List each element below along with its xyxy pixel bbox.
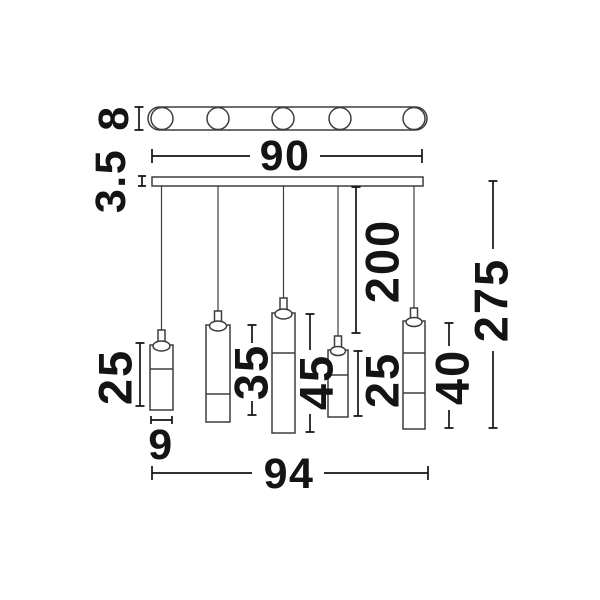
bulb-position-1 <box>150 106 174 131</box>
dim-label-suspension-drop: 200 <box>356 219 409 303</box>
dim-label-shade-5-height: 40 <box>426 349 479 405</box>
dim-label-shade-1-height: 25 <box>89 349 142 405</box>
dim-label-shade-4-height: 25 <box>356 352 409 408</box>
dim-label-shade-3-height: 45 <box>290 354 343 410</box>
dim-line-40 <box>444 322 454 429</box>
dim-shade-1-height: 25 <box>89 342 145 407</box>
dim-line-35 <box>247 324 257 416</box>
pendant-shade-1 <box>149 329 174 411</box>
dim-top-bar-length: 90 <box>151 132 423 180</box>
dim-line-9 <box>150 416 173 424</box>
dim-label-shade-2-height: 35 <box>225 344 278 400</box>
dim-label-overall-drop: 275 <box>465 258 518 342</box>
shade-seams-5 <box>403 352 425 394</box>
dim-overall-length: 94 <box>151 450 429 498</box>
shade-cylinder-1 <box>149 344 174 411</box>
dim-top-bar-thickness: 8 <box>90 105 144 131</box>
dim-label-canopy-thickness: 3.5 <box>87 149 135 213</box>
bulb-position-3 <box>271 106 295 131</box>
dim-shade-5-height: 40 <box>426 322 479 429</box>
canopy-bar <box>151 176 424 187</box>
top-view-bar <box>147 106 428 131</box>
pendant-shade-2 <box>205 310 231 423</box>
pendant-shade-5 <box>402 307 426 430</box>
dim-line-275 <box>488 180 498 429</box>
shade-cylinder-2 <box>205 324 231 423</box>
dim-label-top-bar-thickness: 8 <box>90 105 138 130</box>
dim-line-94 <box>151 466 429 480</box>
pendant-shade-3 <box>271 297 296 434</box>
dim-shade-3-height: 45 <box>290 313 343 433</box>
dim-line-25-right <box>353 350 363 417</box>
dim-canopy-thickness: 3.5 <box>87 149 146 213</box>
dim-line-45 <box>305 313 315 433</box>
shade-cap-1 <box>152 340 171 352</box>
dim-label-top-bar-length: 90 <box>260 132 311 180</box>
front-view <box>149 176 426 434</box>
dim-line-90 <box>151 149 423 163</box>
dim-label-shade-1-diameter: 9 <box>148 421 173 469</box>
shade-cap-4 <box>329 345 347 357</box>
shade-cap-5 <box>405 316 423 328</box>
bulb-position-5 <box>402 106 426 131</box>
socket-3 <box>279 297 288 311</box>
dim-shade-1-diameter: 9 <box>148 416 173 469</box>
dim-suspension-drop: 200 <box>351 186 409 334</box>
dim-label-overall-length: 94 <box>264 450 315 498</box>
pendant-shade-4 <box>327 335 349 418</box>
bulb-position-4 <box>328 106 352 131</box>
dim-line-25-left <box>135 342 145 407</box>
dim-line-200 <box>351 186 361 334</box>
socket-4 <box>333 335 343 348</box>
dim-shade-2-height: 35 <box>225 324 278 416</box>
shade-cap-2 <box>208 320 228 332</box>
socket-1 <box>157 329 166 343</box>
dim-overall-drop: 275 <box>465 180 518 429</box>
shade-cap-3 <box>274 308 293 320</box>
dim-line-3-5 <box>138 175 146 187</box>
top-view <box>147 106 428 131</box>
bulb-position-2 <box>206 106 230 131</box>
dim-line-8 <box>134 106 144 131</box>
dim-shade-4-height: 25 <box>353 350 409 417</box>
